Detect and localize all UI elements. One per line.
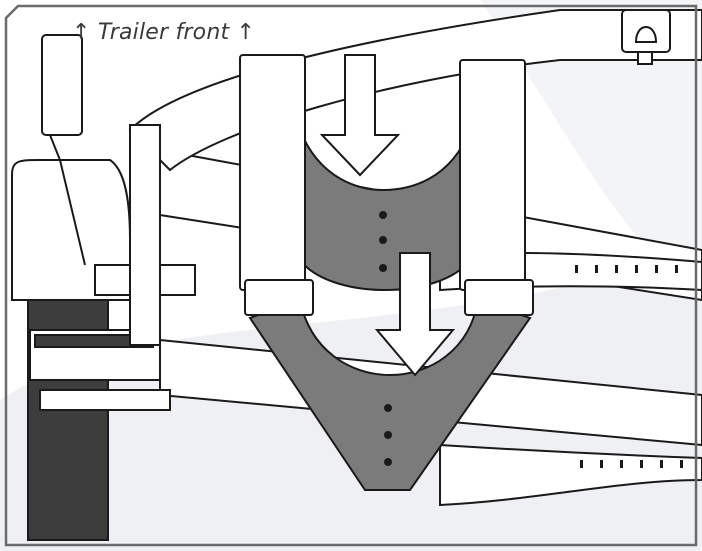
bunk-board-right-cap [464, 279, 534, 316]
upper-bunk-hole [379, 211, 387, 219]
rail-hole [640, 460, 643, 468]
rail-holes [575, 265, 683, 468]
rail-hole [595, 265, 598, 273]
down-arrow-icon [374, 252, 456, 377]
rail-hole [600, 460, 603, 468]
down-arrow-icon [319, 54, 401, 177]
down-arrow-icon [319, 54, 401, 177]
reflector-post-plate [41, 34, 83, 136]
fender-assembly [11, 34, 196, 541]
vertical-bracket [129, 124, 161, 346]
rail-hole [675, 265, 678, 273]
rail-hole [615, 265, 618, 273]
down-arrow-icon [374, 252, 456, 377]
upper-bunk-hole [379, 236, 387, 244]
rail-hole [620, 460, 623, 468]
lower-bunk-hole [384, 404, 392, 412]
rail-hole [575, 265, 578, 273]
trailer-front-caption: ↑ Trailer front ↑ [72, 20, 256, 45]
upper-bunk-hole [379, 264, 387, 272]
light-bracket [39, 389, 171, 411]
bunk-board-right [459, 59, 526, 291]
upper-bunk [299, 129, 471, 291]
rail-hole [635, 265, 638, 273]
rail-hole [680, 460, 683, 468]
upper-bunk-body [299, 129, 471, 291]
perforated-rail-lower [439, 443, 702, 507]
top-bracket [621, 9, 671, 65]
frame-border [4, 4, 698, 547]
bunk-board-left [239, 54, 306, 291]
lower-bunk-hole [384, 431, 392, 439]
bunk-boards [239, 54, 534, 316]
top-bracket-nut [637, 51, 653, 65]
rail-hole [580, 460, 583, 468]
lower-bunk-hole [384, 458, 392, 466]
rail-hole [660, 460, 663, 468]
reflector-post [49, 134, 86, 266]
rail-hole [655, 265, 658, 273]
top-bracket-u [634, 26, 658, 43]
background-swirl-top [480, 0, 702, 300]
bunk-board-left-cap [244, 279, 314, 316]
